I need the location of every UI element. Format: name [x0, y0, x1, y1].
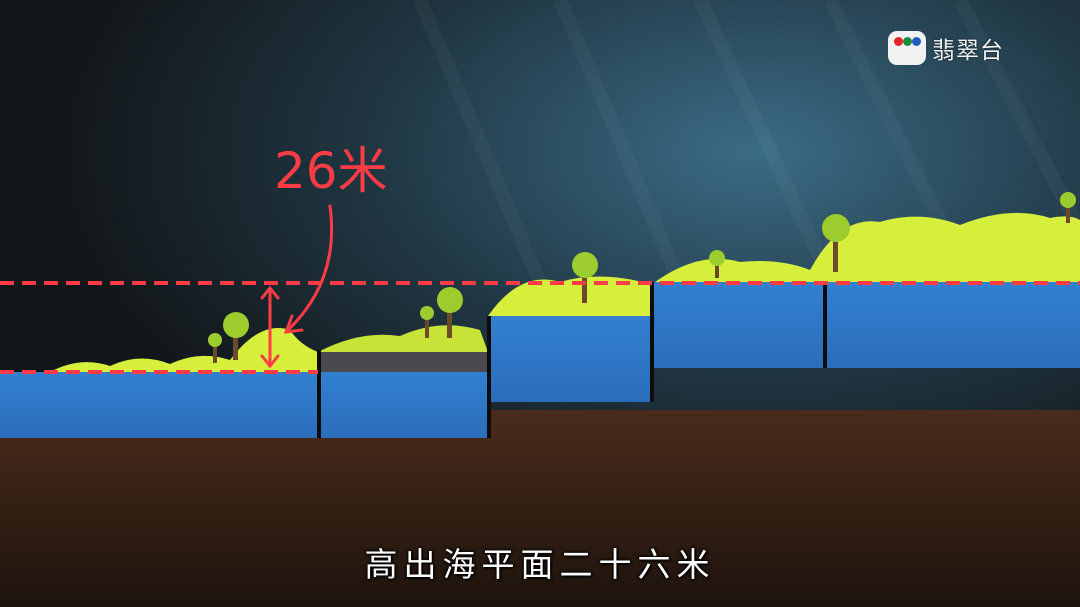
block-dividers: [317, 282, 827, 438]
water-block-1: [0, 372, 318, 438]
height-arrow: [260, 285, 280, 369]
channel-name: 翡翠台: [932, 38, 1004, 64]
water-blocks: [0, 282, 1080, 438]
tree: [437, 287, 463, 338]
tree: [822, 214, 850, 272]
pointer-arrow: [283, 204, 334, 334]
tree: [420, 306, 434, 338]
water-block-3: [490, 316, 650, 402]
subtitle-caption: 高出海平面二十六米: [364, 545, 716, 584]
trees: [208, 192, 1076, 363]
tvb-logo-icon: [888, 31, 926, 65]
road-surface: [320, 352, 488, 372]
channel-logo: 翡翠台: [888, 30, 1004, 66]
water-block-5: [826, 282, 1080, 368]
water-block-2: [320, 372, 488, 438]
tree: [208, 333, 222, 363]
tree: [223, 312, 249, 360]
tree: [1060, 192, 1076, 223]
grass-hills: [50, 212, 1080, 372]
water-block-4: [653, 282, 823, 368]
dashed-reference-lines: [0, 281, 1080, 374]
tree: [709, 250, 725, 278]
soil-layer: [0, 410, 1080, 607]
height-label: 26米: [274, 142, 388, 200]
tree: [572, 252, 598, 303]
